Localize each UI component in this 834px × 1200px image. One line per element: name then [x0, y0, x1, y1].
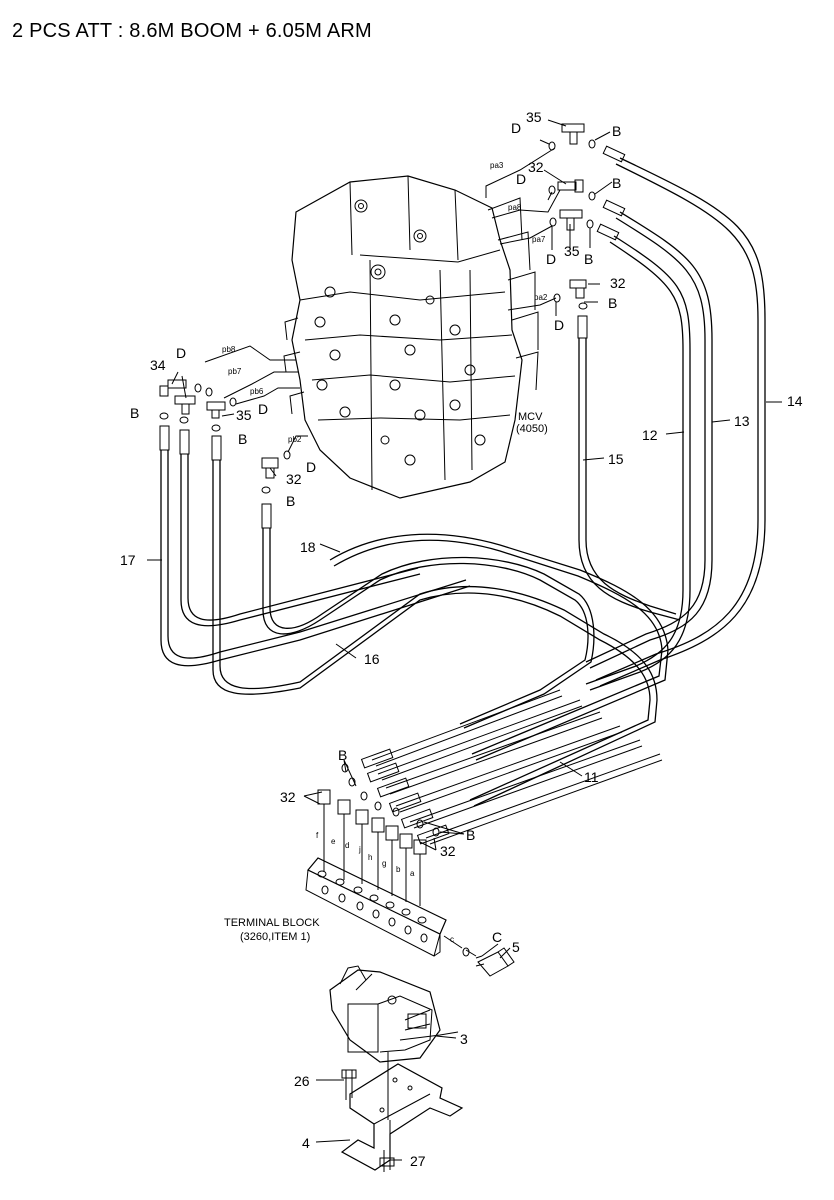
callout-34: 34 — [150, 357, 166, 373]
callout-17: 17 — [120, 552, 136, 568]
callout-35-mid: 35 — [564, 243, 580, 259]
port-pb7: pb7 — [228, 367, 242, 376]
hose-bundle-11 — [360, 689, 663, 845]
mcv-valve — [283, 175, 539, 499]
letter-b-7: B — [286, 493, 295, 509]
terminal-block-ref: (3260,ITEM 1) — [240, 931, 310, 943]
callout-32-left: 32 — [286, 471, 302, 487]
callout-leaders — [147, 119, 782, 1161]
port-pb8: pb8 — [222, 345, 236, 354]
terminal-block-label: TERMINAL BLOCK — [224, 917, 320, 929]
callout-32-terminal-left: 32 — [280, 789, 296, 805]
mcv-code: (4050) — [516, 423, 548, 435]
letter-d-2: D — [516, 171, 526, 187]
solenoid-valve — [329, 965, 459, 1120]
callout-4: 4 — [302, 1135, 310, 1151]
port-pa3: pa3 — [490, 161, 504, 170]
callout-32-top: 32 — [528, 159, 544, 175]
block-letter-b: b — [396, 865, 401, 874]
callout-3: 3 — [460, 1031, 468, 1047]
block-letter-d: d — [345, 841, 349, 850]
callout-5: 5 — [512, 939, 520, 955]
letter-d-5: D — [176, 345, 186, 361]
callout-35-left: 35 — [236, 407, 252, 423]
letter-b-1: B — [612, 123, 621, 139]
callout-27: 27 — [410, 1153, 426, 1169]
letter-d-1: D — [511, 120, 521, 136]
block-letter-g: g — [382, 859, 386, 868]
diagram-title: 2 PCS ATT : 8.6M BOOM + 6.05M ARM — [12, 20, 372, 42]
port-pa2: pa2 — [534, 293, 548, 302]
port-pa7: pa7 — [532, 235, 546, 244]
letter-d-6: D — [258, 401, 268, 417]
callout-35-top: 35 — [526, 109, 542, 125]
callout-32-terminal-right: 32 — [440, 843, 456, 859]
letter-d-3: D — [546, 251, 556, 267]
letter-b-5: B — [130, 405, 139, 421]
fittings-left — [159, 379, 291, 529]
letter-d-7: D — [306, 459, 316, 475]
pressure-switch — [475, 947, 515, 977]
callout-15: 15 — [608, 451, 624, 467]
block-letter-c: c — [450, 935, 454, 944]
block-letter-f: f — [316, 831, 319, 840]
callout-12: 12 — [642, 427, 658, 443]
port-pb6: pb6 — [250, 387, 264, 396]
fittings-top-right — [539, 123, 613, 316]
callout-11: 11 — [584, 769, 599, 785]
callout-26: 26 — [294, 1073, 310, 1089]
callout-32-right: 32 — [610, 275, 626, 291]
terminal-fittings — [317, 763, 440, 906]
port-pb2: pb2 — [288, 435, 302, 444]
callout-16: 16 — [364, 651, 380, 667]
port-leaders — [204, 147, 561, 453]
letter-d-4: D — [554, 317, 564, 333]
block-letter-e: e — [331, 837, 336, 846]
letter-c: C — [492, 929, 502, 945]
letter-b-6: B — [238, 431, 247, 447]
block-letter-a: a — [410, 869, 415, 878]
hoses-right — [577, 145, 766, 691]
letter-b-9: B — [466, 827, 475, 843]
letter-b-3: B — [584, 251, 593, 267]
callout-14: 14 — [787, 393, 803, 409]
port-pa8: pa8 — [508, 203, 522, 212]
letter-b-2: B — [612, 175, 621, 191]
bracket — [340, 1063, 464, 1172]
mcv-label: MCV — [518, 411, 543, 423]
block-letter-j: j — [358, 845, 361, 854]
letter-b-4: B — [608, 295, 617, 311]
callout-13: 13 — [734, 413, 750, 429]
letter-b-8: B — [338, 747, 347, 763]
block-letter-h: h — [368, 853, 372, 862]
callout-18: 18 — [300, 539, 316, 555]
hoses-left — [160, 450, 669, 807]
terminal-block — [305, 857, 477, 957]
